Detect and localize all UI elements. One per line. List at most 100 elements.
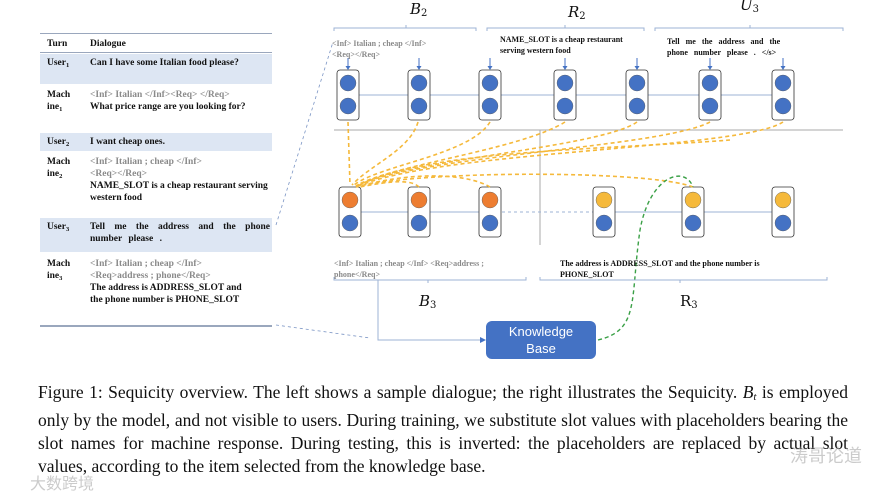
table-row-user2: User2 I want cheap ones.	[40, 133, 272, 151]
input-node	[481, 214, 499, 232]
encoder-cells	[336, 58, 795, 121]
hidden-state-node	[339, 74, 357, 92]
bracket-b3	[333, 277, 527, 283]
attention-curve	[355, 121, 711, 187]
label-b2: B2	[410, 0, 428, 19]
utterance: Can I have some Italian food please?	[90, 58, 239, 68]
input-node	[701, 97, 719, 115]
table-row-user1: User1 Can I have some Italian food pleas…	[40, 54, 272, 84]
watermark-left: 大数跨境	[30, 474, 95, 493]
hidden-state-node	[628, 74, 646, 92]
attention-curve	[353, 121, 491, 186]
response-text: NAME_SLOT is a cheap restaurant serving …	[90, 181, 268, 203]
input-node	[410, 97, 428, 115]
attention-curve	[355, 121, 566, 187]
table-bottom-rule	[40, 325, 272, 327]
attention-curve	[359, 180, 420, 188]
response-text: The address is ADDRESS_SLOT and the phon…	[90, 283, 242, 305]
hidden-state-node	[595, 191, 613, 209]
input-node	[339, 97, 357, 115]
hidden-state-node	[684, 191, 702, 209]
arrow-head	[416, 66, 422, 70]
belief-span-1: <Inf> Italian ; cheap </Inf>	[90, 157, 202, 167]
b2-text: <Inf> Italian ; cheap </Inf><Req></Req>	[332, 39, 427, 59]
figure-caption: Figure 1: Sequicity overview. The left s…	[38, 382, 848, 476]
machine-response: <Inf> Italian ; cheap </Inf> <Req>addres…	[90, 258, 270, 306]
bracket-b2	[333, 25, 477, 31]
hidden-state-node	[481, 191, 499, 209]
turn-label: User1	[47, 58, 70, 69]
attention-curve	[359, 175, 491, 188]
attention-curve	[355, 173, 694, 188]
b3-text: <Inf> Italian ; cheap </Inf> <Req>addres…	[334, 259, 484, 279]
belief-span-1: <Inf> Italian ; cheap </Inf>	[90, 259, 202, 269]
hidden-state-node	[701, 74, 719, 92]
hidden-state-node	[774, 191, 792, 209]
table-top-rule	[40, 33, 272, 34]
input-node	[481, 97, 499, 115]
hidden-state-node	[774, 74, 792, 92]
top-brackets	[333, 25, 844, 31]
kb-output-curve	[597, 175, 694, 341]
attention-curve	[347, 121, 351, 186]
label-b3: B3	[419, 292, 437, 311]
input-node	[410, 214, 428, 232]
turn-label: User3	[47, 222, 70, 233]
arrow-head	[480, 337, 486, 343]
input-node	[556, 97, 574, 115]
table-header-row: Turn Dialogue	[40, 35, 272, 51]
hidden-state-node	[410, 74, 428, 92]
caption-math: Bt	[742, 382, 757, 403]
belief-span-2: <Req></Req>	[90, 169, 148, 179]
hidden-state-node	[481, 74, 499, 92]
attention-curve	[351, 121, 419, 186]
input-node	[341, 214, 359, 232]
machine-response: <Inf> Italian </Inf><Req> </Req> What pr…	[90, 89, 270, 113]
hidden-state-node	[341, 191, 359, 209]
utterance: I want cheap ones.	[90, 137, 165, 147]
attention-curve	[355, 121, 784, 188]
table-row-user3: User3 Tell me the address and the phone …	[40, 218, 272, 252]
machine-response: <Inf> Italian ; cheap </Inf> <Req></Req>…	[90, 156, 270, 204]
watermark-right: 涛哥论道	[790, 446, 862, 467]
belief-span: <Inf> Italian </Inf><Req> </Req>	[90, 90, 230, 100]
header-turn: Turn	[47, 39, 68, 49]
label-r2: R2	[568, 3, 586, 22]
input-node	[684, 214, 702, 232]
attention-curves	[347, 121, 784, 188]
bracket-u3	[654, 25, 844, 31]
decoder-cells	[338, 186, 795, 238]
table-header-rule	[40, 52, 272, 53]
header-dialogue: Dialogue	[90, 39, 126, 49]
input-node	[774, 214, 792, 232]
bracket-r3	[539, 277, 828, 283]
input-node	[595, 214, 613, 232]
input-node	[628, 97, 646, 115]
b3-to-kb-arrow	[377, 280, 482, 341]
utterance: Tell me the address and the phone number…	[90, 222, 270, 244]
arrow-head	[707, 66, 713, 70]
hidden-state-node	[556, 74, 574, 92]
attention-curve	[355, 121, 638, 187]
label-r3: R3	[680, 292, 698, 311]
turn-label: User2	[47, 137, 70, 148]
attention-curve	[355, 139, 731, 188]
bottom-brackets	[333, 277, 828, 283]
arrow-head	[780, 66, 786, 70]
zoom-connector-bottom	[275, 324, 371, 339]
response-text: What price range are you looking for?	[90, 102, 246, 112]
belief-span-2: <Req>address ; phone</Req>	[90, 271, 211, 281]
sequicity-diagram	[275, 25, 844, 343]
arrow-head	[634, 66, 640, 70]
input-node	[774, 97, 792, 115]
label-u3: U3	[740, 0, 760, 15]
bracket-r2	[486, 25, 645, 31]
